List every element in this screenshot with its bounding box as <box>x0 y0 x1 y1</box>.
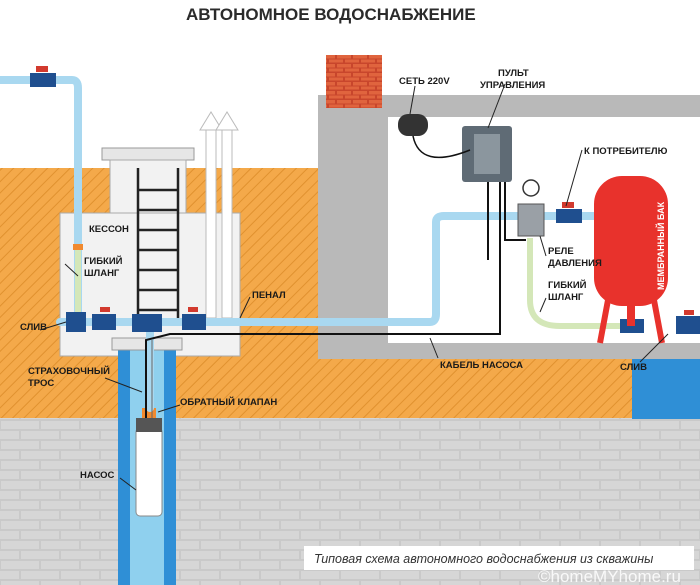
basement-water <box>632 359 700 419</box>
label-pump: НАСОС <box>80 470 114 481</box>
label-safety-rope-2: ТРОС <box>28 378 54 389</box>
power-cable <box>412 135 471 159</box>
membrane-tank <box>594 176 668 306</box>
label-pressure-relay-2: ДАВЛЕНИЯ <box>548 258 602 269</box>
label-control-2: УПРАВЛЕНИЯ <box>480 80 545 91</box>
label-flex-hose-left-2: ШЛАНГ <box>84 268 120 279</box>
control-panel-face <box>474 134 500 174</box>
tank-stand <box>597 299 665 344</box>
house-ceiling <box>318 95 700 117</box>
check-valve-body <box>142 408 156 418</box>
pressure-relay <box>517 203 545 237</box>
pipes <box>0 76 604 412</box>
label-caisson: КЕССОН <box>89 224 129 235</box>
label-safety-rope-1: СТРАХОВОЧНЫЙ <box>28 365 110 377</box>
ladder <box>136 168 180 322</box>
label-membrane-tank: МЕМБРАННЫЙ БАК <box>655 201 666 290</box>
label-drain-right: СЛИВ <box>620 362 647 373</box>
leader-lines <box>39 83 669 491</box>
pump-cable <box>145 182 501 418</box>
pump-body <box>135 427 163 517</box>
house-floor <box>318 343 700 359</box>
label-power: СЕТЬ 220V <box>399 76 450 87</box>
flex-hose <box>75 238 628 329</box>
label-drain-left: СЛИВ <box>20 322 47 333</box>
caisson-neck <box>109 159 187 216</box>
label-penal: ПЕНАЛ <box>252 290 286 301</box>
label-flex-hose-left-1: ГИБКИЙ <box>84 255 123 267</box>
pressure-gauge <box>522 179 540 197</box>
label-pressure-relay-1: РЕЛЕ <box>548 246 574 257</box>
valves <box>30 66 700 334</box>
pump-top <box>136 418 162 432</box>
diagram-title: АВТОНОМНОЕ ВОДОСНАБЖЕНИЕ <box>186 5 476 24</box>
label-pump-cable: КАБЕЛЬ НАСОСА <box>440 360 523 371</box>
flex-hose-fitting <box>73 244 83 250</box>
chimney <box>326 55 382 108</box>
label-to-consumer: К ПОТРЕБИТЕЛЮ <box>584 146 668 157</box>
house-wall <box>318 108 388 358</box>
caisson-roof <box>101 147 195 161</box>
watermark: ©homeMYhome.ru <box>538 567 681 585</box>
label-flex-hose-right-2: ШЛАНГ <box>548 292 584 303</box>
label-check-valve: ОБРАТНЫЙ КЛАПАН <box>180 396 277 408</box>
caption-text: Типовая схема автономного водоснабжения … <box>314 552 653 566</box>
control-cable <box>487 182 526 260</box>
label-flex-hose-right-1: ГИБКИЙ <box>548 279 587 291</box>
power-socket <box>398 114 428 136</box>
caption-box <box>304 546 694 570</box>
label-control-1: ПУЛЬТ <box>498 68 529 79</box>
